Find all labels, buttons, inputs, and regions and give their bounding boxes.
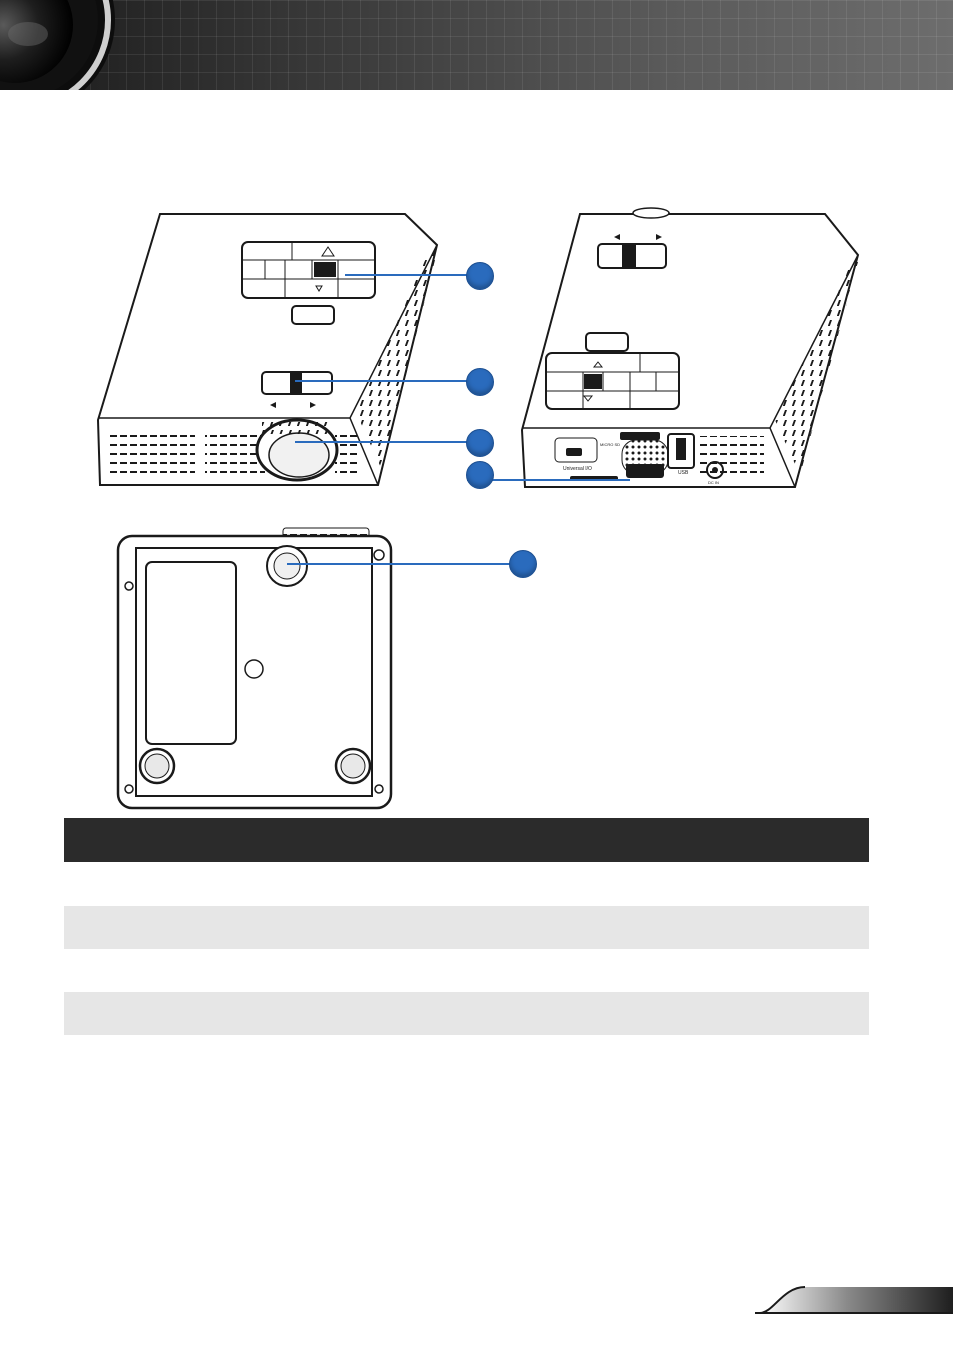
table-header bbox=[64, 818, 869, 862]
keypad-illustration bbox=[241, 241, 376, 299]
projector-top-front bbox=[96, 213, 439, 486]
projector-bottom bbox=[116, 527, 393, 810]
dc-in-label: DC IN bbox=[708, 480, 719, 485]
page-number-tab bbox=[755, 1286, 953, 1314]
table-row bbox=[64, 949, 869, 992]
micro-sd-label: MICRO SD bbox=[600, 442, 620, 447]
rear-ports: Universal I/O USB DC IN MICRO SD bbox=[554, 432, 724, 485]
lens-graphic bbox=[0, 0, 115, 90]
callout-keypad bbox=[466, 262, 494, 290]
leader-lines bbox=[287, 274, 630, 565]
callout-tripod-socket bbox=[509, 550, 537, 578]
projector-illustrations: Universal I/O USB DC IN MICRO SD bbox=[96, 207, 860, 810]
table-row bbox=[64, 992, 869, 1035]
universal-io-label: Universal I/O bbox=[563, 466, 592, 472]
lens-illustration bbox=[255, 418, 339, 482]
callout-lens bbox=[466, 429, 494, 457]
table-row bbox=[64, 906, 869, 949]
callout-focus-ring bbox=[466, 368, 494, 396]
header-banner bbox=[0, 0, 953, 90]
header-grid-pattern bbox=[0, 0, 953, 90]
callout-universal-io bbox=[466, 461, 494, 489]
table-row bbox=[64, 863, 869, 906]
usb-label: USB bbox=[678, 470, 689, 476]
projector-rear: Universal I/O USB DC IN MICRO SD bbox=[520, 207, 860, 488]
focus-slider-illustration bbox=[261, 371, 333, 408]
